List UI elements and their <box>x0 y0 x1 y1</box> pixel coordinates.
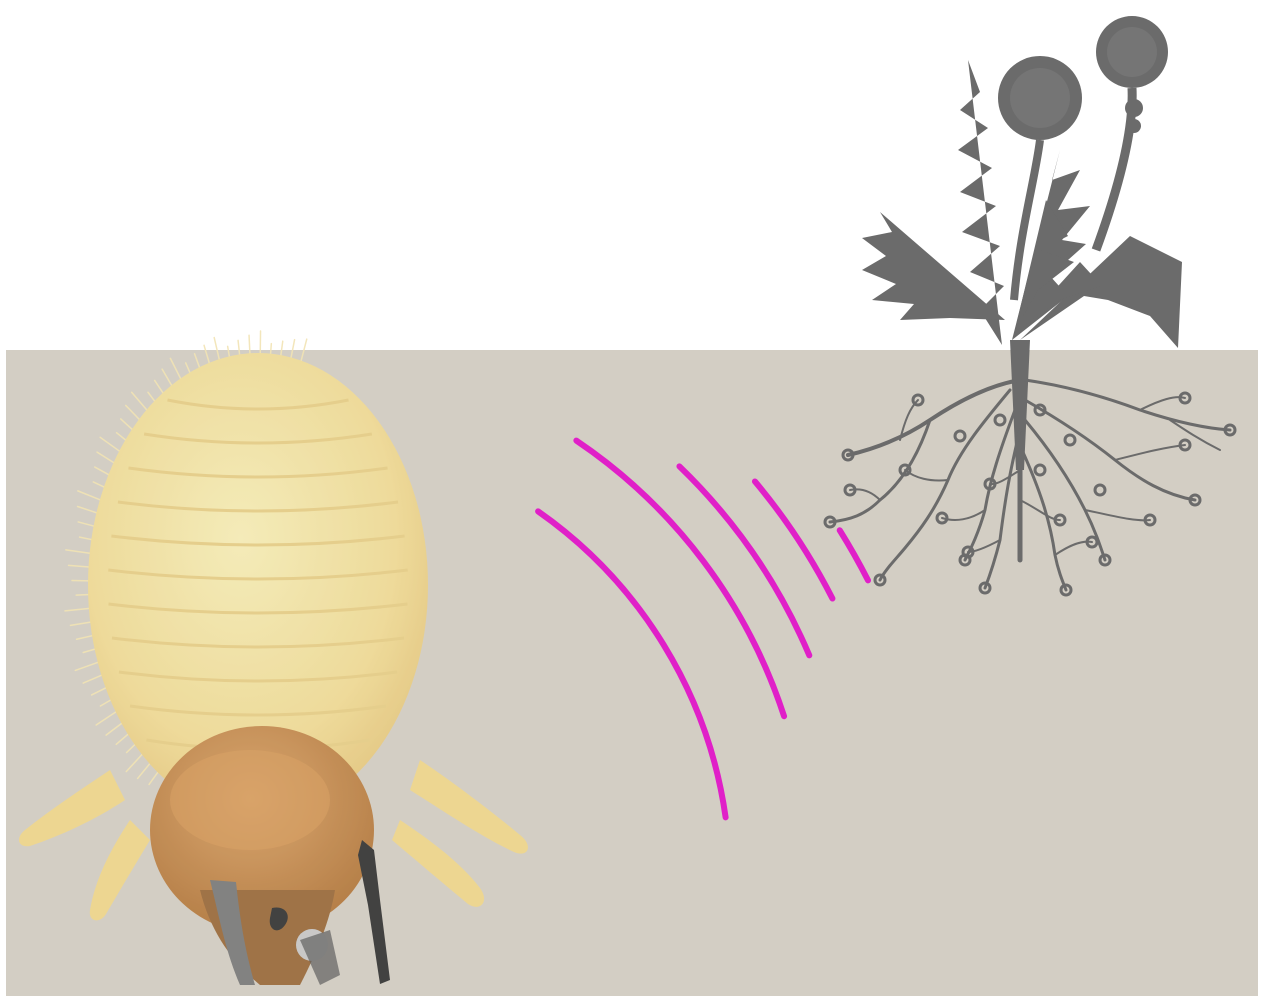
larva-bristle <box>76 595 90 596</box>
seed-head-right <box>1096 16 1168 88</box>
seed-head-left <box>998 56 1082 140</box>
